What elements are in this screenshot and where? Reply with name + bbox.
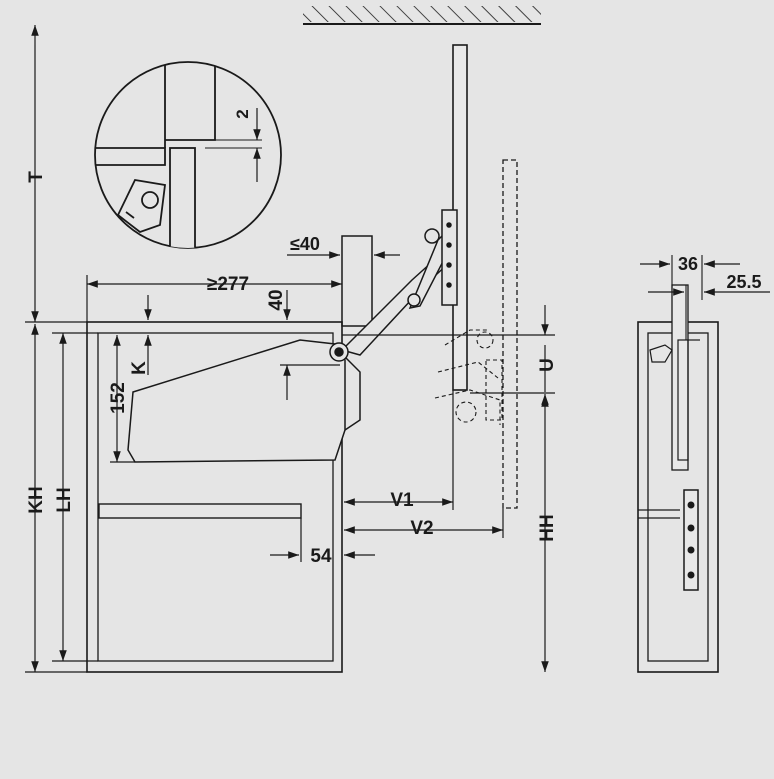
label-25-5: 25.5 [726,272,761,292]
label-40-vertical: 40 [266,289,287,310]
dimension-lines [25,24,555,673]
label-K: K [129,361,150,375]
mechanism-dashed-position [434,329,503,425]
cabinet-top-block [341,235,373,327]
side-view [637,255,770,673]
cabinet-body [86,321,343,673]
detail-magnifier [94,61,282,249]
label-V1: V1 [390,490,414,511]
label-KH: KH [26,486,47,513]
label-U: U [537,358,558,372]
label-V2: V2 [410,518,433,539]
label-152: 152 [108,382,129,414]
label-2-detail: 2 [233,109,252,118]
ceiling-hatch [303,6,541,25]
label-HH: HH [537,514,558,541]
label-max-40: ≤40 [290,234,320,254]
label-min-277: ≥277 [207,274,249,295]
label-36: 36 [678,254,698,274]
door-dashed-position [502,159,518,509]
label-54: 54 [310,546,332,567]
label-LH: LH [54,487,75,512]
label-T: T [26,171,47,183]
